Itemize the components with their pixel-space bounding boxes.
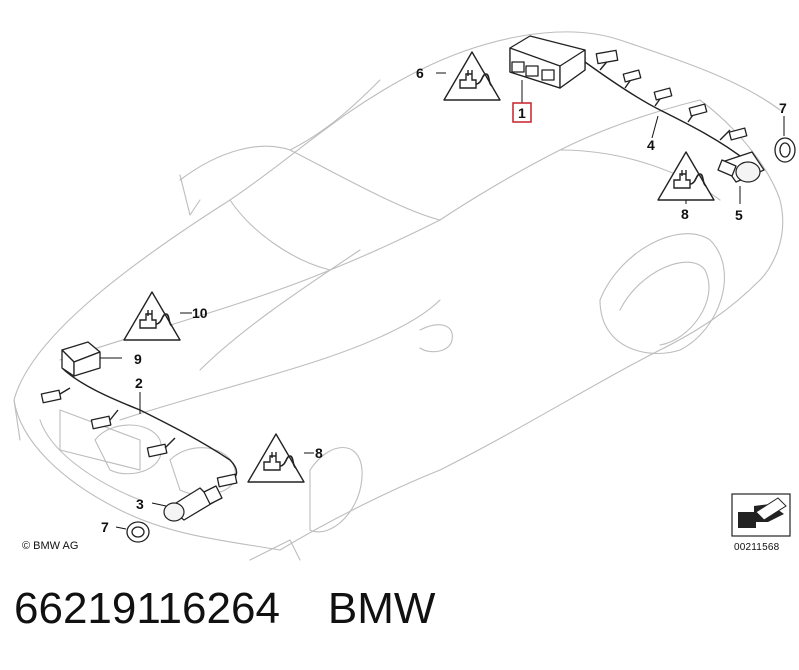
callout-7-front[interactable]: 7 xyxy=(101,519,109,535)
rear-pdc-sensor xyxy=(717,151,765,204)
warning-sign-10 xyxy=(123,291,181,341)
callout-3[interactable]: 3 xyxy=(136,496,144,512)
diagram-reference-code: 00211568 xyxy=(734,542,780,553)
parts-diagram: 1 2 3 4 5 6 7 7 8 8 9 10 xyxy=(13,31,796,561)
callout-5[interactable]: 5 xyxy=(735,207,743,223)
callout-9[interactable]: 9 xyxy=(134,351,142,367)
callout-2[interactable]: 2 xyxy=(135,375,143,391)
callout-7-rear[interactable]: 7 xyxy=(779,100,787,116)
callout-8-rear[interactable]: 8 xyxy=(681,206,689,222)
callout-1-highlight xyxy=(512,102,532,123)
product-caption: 66219116264 BMW xyxy=(14,584,435,634)
callout-10[interactable]: 10 xyxy=(192,305,208,321)
warning-sign-8-rear xyxy=(657,151,715,201)
brand-name: BMW xyxy=(327,584,436,633)
front-sensor-ring xyxy=(115,521,150,543)
copyright-notice: © BMW AG xyxy=(22,540,79,552)
callout-1[interactable]: 1 xyxy=(518,105,526,121)
front-pdc-sensor xyxy=(151,485,223,522)
front-harness-holder xyxy=(61,341,122,377)
callout-8-front[interactable]: 8 xyxy=(315,445,323,461)
callout-4[interactable]: 4 xyxy=(647,137,655,153)
part-number: 66219116264 xyxy=(14,584,280,633)
front-wiring-harness xyxy=(40,367,238,488)
callout-6[interactable]: 6 xyxy=(416,65,424,81)
control-unit xyxy=(509,35,586,104)
rear-wiring-harness xyxy=(584,49,749,163)
rear-sensor-ring xyxy=(774,116,796,163)
car-outline xyxy=(13,31,784,561)
warning-sign-6 xyxy=(443,51,501,101)
warning-sign-8-front xyxy=(247,433,305,483)
direction-arrow-icon xyxy=(731,493,791,537)
